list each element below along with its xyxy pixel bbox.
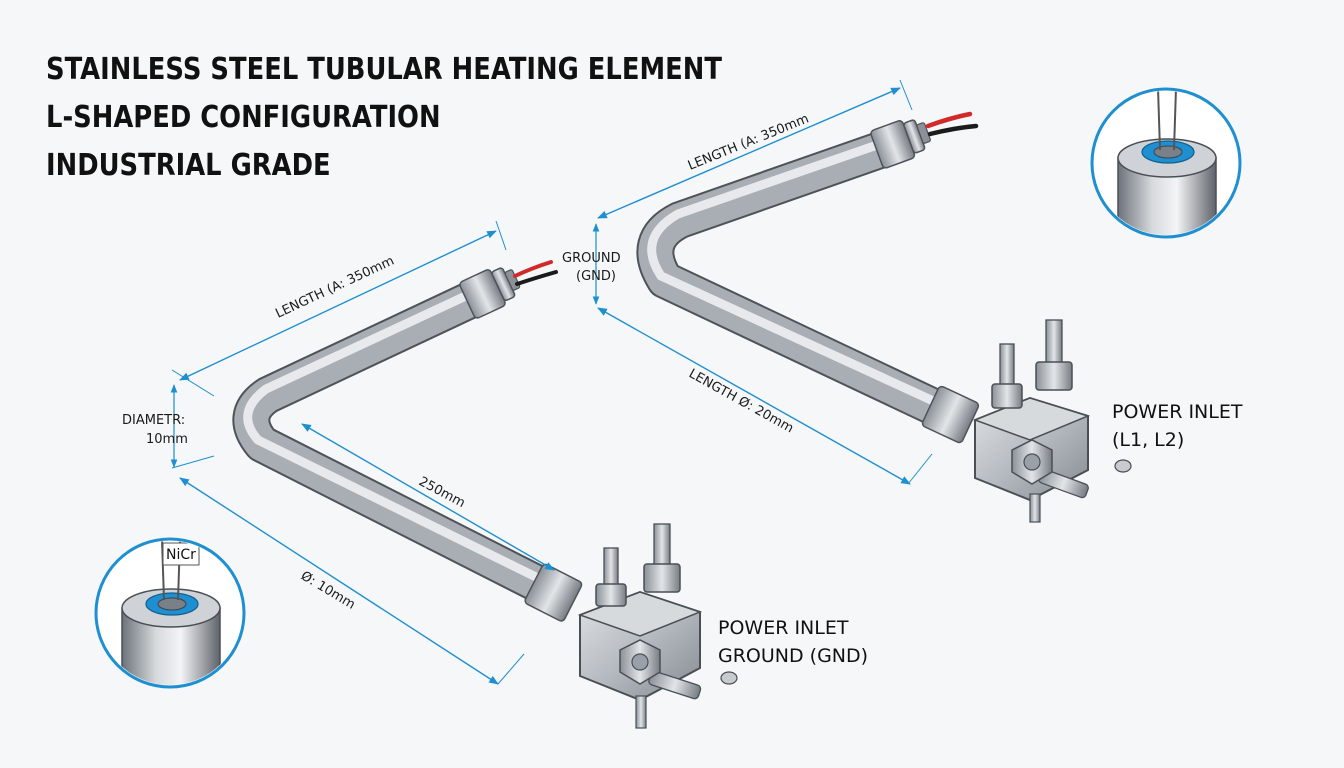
- title-line-1: STAINLESS STEEL TUBULAR HEATING ELEMENT: [46, 52, 722, 87]
- right-terminal-sleeve: [921, 385, 980, 444]
- right-dim-length-a: [597, 87, 901, 219]
- left-length-a-label: LENGTH (A: 350mm: [273, 253, 396, 321]
- left-power-inlet-label-1: POWER INLET: [718, 617, 849, 639]
- right-front-bolt: [1011, 439, 1089, 523]
- left-red-wire: [513, 260, 553, 278]
- left-stud-1: [595, 547, 627, 607]
- right-red-wire: [925, 111, 973, 129]
- left-junction-block: [577, 523, 738, 729]
- right-stud-1: [991, 343, 1023, 409]
- left-dim-length-a: [179, 230, 497, 381]
- right-stud-2: [1035, 319, 1073, 391]
- right-heating-element: LENGTH (A: 350mm GROUND (GND) LENGTH Ø: …: [562, 79, 1243, 523]
- right-junction-block: [972, 319, 1132, 523]
- left-stud-2: [643, 523, 681, 593]
- left-front-bolt: [619, 639, 702, 729]
- left-dim-diameter-b: [179, 477, 499, 685]
- left-terminal-sleeve: [524, 563, 583, 622]
- title-line-3: INDUSTRIAL GRADE: [46, 148, 331, 183]
- left-power-inlet-label-2: GROUND (GND): [718, 645, 868, 667]
- right-ground-label-1: GROUND: [562, 251, 621, 266]
- left-diameter-b-label: Ø: 10mm: [298, 569, 358, 613]
- right-length-b-label: LENGTH Ø: 20mm: [686, 366, 796, 436]
- right-power-inlet-label-1: POWER INLET: [1112, 401, 1243, 423]
- right-ground-label-2: (GND): [576, 269, 616, 284]
- right-detail-circle: [1090, 87, 1242, 239]
- right-dim-length-b: [597, 307, 911, 485]
- title-line-2: L-SHAPED CONFIGURATION: [46, 100, 441, 135]
- left-tube-highlight: [243, 289, 547, 585]
- left-detail-circle: NiCr: [94, 537, 246, 689]
- left-detail-label: NiCr: [166, 547, 196, 563]
- right-screw-head: [1114, 459, 1132, 473]
- title-block: STAINLESS STEEL TUBULAR HEATING ELEMENT …: [46, 46, 832, 190]
- left-black-wire: [515, 270, 558, 286]
- left-diameter-label-1: DIAMETR:: [122, 413, 185, 428]
- right-power-inlet-label-2: (L1, L2): [1112, 429, 1184, 451]
- right-black-wire: [927, 123, 979, 137]
- left-heating-element: LENGTH (A: 350mm DIAMETR: 10mm 250mm Ø: …: [94, 220, 868, 729]
- left-screw-head: [720, 671, 738, 685]
- left-diameter-label-2: 10mm: [146, 432, 188, 447]
